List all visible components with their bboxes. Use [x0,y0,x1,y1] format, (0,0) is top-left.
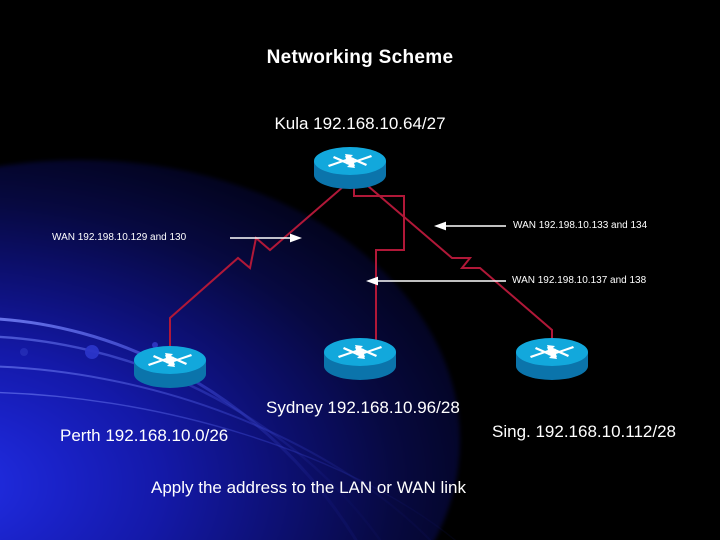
wan-label-singapore: WAN 192.198.10.133 and 134 [513,220,648,231]
router-icon [134,346,206,388]
perth-router[interactable] [132,344,208,390]
singapore-router[interactable] [514,336,590,382]
link-kula-sydney [353,186,405,348]
network-label-singapore: Sing. 192.168.10.112/28 [492,422,677,441]
wan-arrow-sydney [366,276,506,286]
sydney-router[interactable] [322,336,398,382]
footer-note: Apply the address to the LAN or WAN link [151,478,466,497]
router-icon [324,338,396,380]
kula-router[interactable] [312,145,388,191]
wan-arrow-perth [230,233,302,243]
router-icon [516,338,588,380]
wan-label-sydney: WAN 192.198.10.137 and 138 [512,275,647,286]
wan-label-perth: WAN 192.198.10.129 and 130 [52,232,187,243]
network-label-kula: Kula 192.168.10.64/27 [274,114,446,133]
wan-arrow-singapore [434,221,506,231]
network-label-sydney: Sydney 192.168.10.96/28 [266,398,460,417]
link-kula-singapore [367,185,553,348]
router-icon [314,147,386,189]
page-title: Networking Scheme [266,47,454,68]
link-kula-perth [169,185,345,356]
network-label-perth: Perth 192.168.10.0/26 [60,426,229,445]
